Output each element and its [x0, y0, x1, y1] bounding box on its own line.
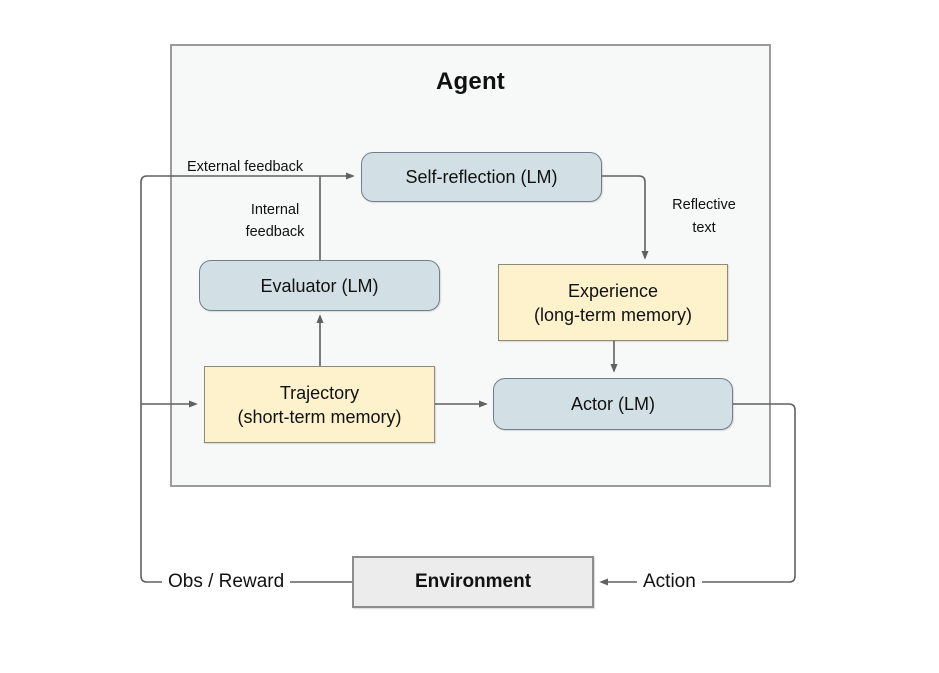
action-label: Action [637, 571, 702, 593]
experience-node: Experience (long-term memory) [498, 264, 728, 341]
edge-actor-to-environment [599, 403, 796, 586]
reflective-text-line2: text [692, 220, 716, 236]
experience-sublabel: (long-term memory) [533, 304, 693, 325]
self-reflection-node: Self-reflection (LM) [361, 152, 602, 202]
evaluator-label: Evaluator (LM) [260, 275, 379, 296]
trajectory-node: Trajectory (short-term memory) [204, 366, 435, 443]
experience-label: Experience [567, 280, 659, 301]
environment-node: Environment [352, 556, 594, 608]
self-reflection-label: Self-reflection (LM) [405, 167, 558, 187]
obs-reward-label: Obs / Reward [162, 571, 291, 593]
internal-feedback-line2: feedback [245, 224, 305, 240]
actor-node: Actor (LM) [493, 378, 733, 430]
reflective-text-label: Reflective text [654, 194, 754, 240]
edge-external-feedback [140, 172, 355, 583]
evaluator-node: Evaluator (LM) [199, 260, 440, 311]
environment-label: Environment [414, 571, 532, 592]
internal-feedback-line1: Internal [250, 202, 300, 218]
external-feedback-label: External feedback [187, 159, 304, 175]
trajectory-sublabel: (short-term memory) [237, 406, 402, 427]
agent-title: Agent [436, 68, 505, 95]
edge-self-reflection-to-experience [602, 175, 649, 260]
internal-feedback-label: Internal feedback [225, 199, 325, 243]
actor-label: Actor (LM) [570, 394, 655, 414]
trajectory-label: Trajectory [279, 382, 360, 403]
reflective-text-line1: Reflective [672, 197, 736, 213]
